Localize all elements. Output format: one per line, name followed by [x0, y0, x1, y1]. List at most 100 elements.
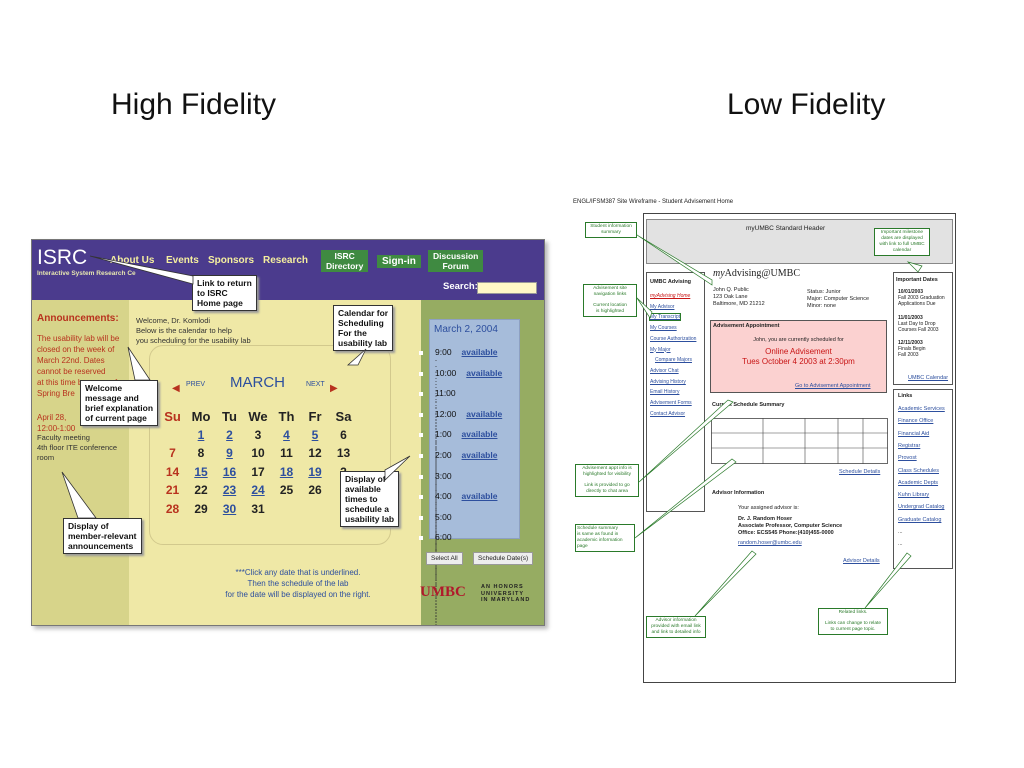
related-link[interactable]: Academic Services [898, 406, 945, 412]
umbc-tagline-line: UNIVERSITY [481, 590, 525, 597]
announcement-line: Spring Bre [37, 389, 75, 398]
slot-checkbox[interactable] [419, 392, 423, 397]
slot-checkbox[interactable] [419, 474, 423, 479]
advisor-email-link[interactable]: random.hoser@umbc.edu [738, 540, 802, 546]
calendar-day: 17 [251, 464, 265, 479]
wireframe-nav-item[interactable]: Advising History [650, 378, 686, 385]
slot-checkbox[interactable] [419, 371, 423, 376]
calendar-day[interactable]: 15 [194, 464, 208, 479]
nav-discussion-forum[interactable]: Discussion Forum [428, 250, 484, 272]
related-link[interactable]: Provost [898, 455, 917, 462]
slot-checkbox[interactable] [419, 454, 423, 458]
prev-month-link[interactable]: PREV [186, 381, 206, 388]
announcement-line: March 22nd. Dates [37, 356, 105, 365]
note-line: dates are displayed [881, 236, 923, 241]
calendar-month: MARCH [230, 374, 285, 391]
date-desc: Last Day to Drop [898, 321, 936, 327]
slot-checkbox[interactable] [419, 351, 423, 355]
slot-time: 2:00 [435, 450, 452, 460]
student-minor-line: Minor: none [807, 303, 837, 309]
slot-available-link[interactable]: available [461, 429, 498, 440]
slot-checkbox[interactable] [419, 515, 423, 520]
wireframe-nav-item[interactable]: Compare Majors [655, 357, 692, 364]
related-link[interactable]: Kuhn Library [898, 492, 930, 499]
schedule-date: March 2, 2004 [434, 324, 498, 335]
calendar-day[interactable]: 9 [226, 446, 233, 460]
announcement-line: The usability lab will be [37, 334, 120, 343]
nav-about-us[interactable]: About Us [110, 255, 155, 266]
nav-sign-in[interactable]: Sign-in [377, 255, 421, 268]
calendar-day[interactable]: 18 [279, 464, 294, 479]
advisor-info-title: Advisor Information [712, 490, 765, 496]
callout-line: times to [345, 494, 378, 504]
announcement-line: cannot be reserved [37, 367, 106, 376]
related-link[interactable]: Registrar [898, 442, 921, 449]
note-line: is same as found in [577, 532, 619, 537]
slot-available-link[interactable]: available [466, 367, 503, 378]
slot-checkbox[interactable] [419, 412, 423, 417]
callout-line: For the [338, 328, 367, 338]
slot-available-link[interactable]: available [461, 347, 498, 357]
wireframe-nav-item[interactable]: Course Authorization [650, 335, 697, 342]
advisement-appointment-box [710, 320, 887, 393]
calendar-day[interactable]: 23 [222, 483, 237, 497]
schedule-panel [429, 319, 520, 539]
nav-sponsors[interactable]: Sponsors [208, 255, 255, 266]
callout-line: of current page [85, 413, 147, 423]
go-to-appointment-link[interactable]: Go to Advisement Appointment [795, 383, 871, 389]
calendar-day: 11 [280, 446, 293, 460]
wireframe-caption: ENGL/IFSM387 Site Wireframe - Student Ad… [573, 199, 734, 205]
slot-available-link[interactable]: available [461, 491, 498, 502]
wireframe-nav-item[interactable]: Contact Advisor [650, 410, 686, 417]
wireframe-nav-item[interactable]: My Transcript [648, 313, 682, 322]
wireframe-nav-item[interactable]: My Advisor [650, 303, 675, 310]
slot-available-link[interactable]: available [466, 408, 503, 419]
related-link[interactable]: Academic Depts [898, 479, 939, 486]
slot-checkbox[interactable] [419, 495, 423, 500]
nav-events[interactable]: Events [166, 255, 199, 266]
calendar-day[interactable]: 19 [308, 464, 322, 479]
prev-arrow-icon[interactable]: ◀ [172, 383, 180, 394]
slot-checkbox[interactable] [419, 433, 423, 438]
umbc-calendar-link[interactable]: UMBC Calendar [908, 375, 949, 381]
callout-available-times: Display of available times to schedule a… [340, 471, 400, 527]
note-line: is highlighted [595, 309, 624, 314]
related-link[interactable]: Undergrad Catalog [898, 504, 945, 511]
next-arrow-icon[interactable]: ▶ [330, 383, 338, 394]
related-link[interactable]: Class Schedules [898, 467, 939, 474]
slot-time: 1:00 [435, 429, 452, 440]
calendar-day[interactable]: 1 [197, 427, 205, 442]
schedule-dates-button[interactable]: Schedule Date(s) [473, 552, 534, 565]
wireframe-nav-item[interactable]: My Major [650, 346, 671, 353]
calendar-day[interactable]: 30 [222, 501, 237, 516]
callout-line: Scheduling [338, 318, 384, 328]
select-all-button[interactable]: Select All [426, 552, 463, 565]
schedule-details-link[interactable]: Schedule Details [839, 469, 881, 475]
isrc-logo[interactable]: ISRC [37, 246, 88, 269]
slot-available-link[interactable]: available [461, 450, 498, 460]
calendar-day[interactable]: 16 [222, 464, 237, 479]
wireframe-nav-item[interactable]: myAdvising Home [650, 293, 691, 299]
wireframe-nav-item[interactable]: Advisement Forms [650, 400, 692, 406]
related-link[interactable]: Finance Office [898, 418, 934, 425]
announcements-title: Announcements: [37, 313, 119, 324]
related-link[interactable]: Financial Aid [898, 430, 930, 437]
search-input[interactable] [477, 282, 537, 294]
advisor-contact: Dr. J. Random Hoser Associate Professor,… [738, 516, 842, 537]
date-desc: Fall 2003 Graduation [898, 295, 945, 301]
nav-directory-line-1: ISRC [334, 251, 355, 261]
slot-checkbox[interactable] [419, 536, 423, 541]
nav-research[interactable]: Research [263, 255, 309, 266]
weekday-header: Tu [222, 409, 237, 424]
wireframe-nav-item[interactable]: Email History [650, 389, 680, 396]
advisor-details-link[interactable]: Advisor Details [843, 558, 880, 564]
calendar-day[interactable]: 5 [311, 427, 319, 442]
wireframe-nav-item[interactable]: My Courses [650, 325, 677, 332]
related-link[interactable]: Graduate Catalog [898, 516, 942, 523]
calendar-day[interactable]: 2 [226, 427, 233, 442]
wireframe-nav-item[interactable]: Advisor Chat [650, 367, 679, 374]
calendar-day[interactable]: 24 [251, 483, 265, 497]
calendar-day[interactable]: 4 [283, 427, 290, 442]
nav-isrc-directory[interactable]: ISRC Directory [321, 250, 369, 272]
next-month-link[interactable]: NEXT [306, 381, 325, 388]
